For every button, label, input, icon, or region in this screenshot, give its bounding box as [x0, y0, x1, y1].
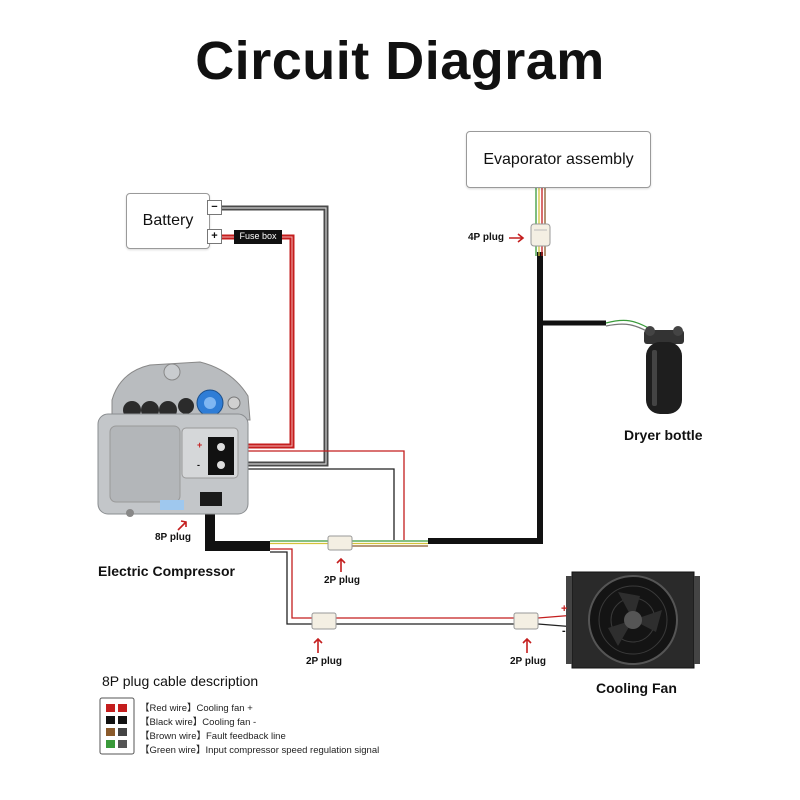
- battery-label: Battery: [142, 212, 194, 229]
- battery-positive-terminal: +: [207, 229, 222, 244]
- fan-red-wire: [270, 548, 312, 619]
- legend-desc: Fault feedback line: [206, 731, 286, 742]
- legend-wire: 【Black wire】: [140, 717, 203, 728]
- fan-positive-sign: +: [561, 603, 568, 615]
- legend-wire: 【Green wire】: [140, 745, 206, 756]
- legend-row-red: 【Red wire】Cooling fan +: [140, 700, 253, 714]
- two-p-plug-connector-a: [327, 535, 353, 551]
- page-title: Circuit Diagram: [195, 31, 605, 91]
- eight-p-bundle: [205, 503, 270, 551]
- evaporator-label: Evaporator assembly: [483, 150, 634, 168]
- pointer-arrows: [177, 233, 532, 653]
- legend-wire: 【Red wire】: [140, 703, 197, 714]
- legend-row-black: 【Black wire】Cooling fan -: [140, 714, 256, 728]
- four-p-plug-label: 4P plug: [468, 232, 504, 243]
- fan-negative-sign: -: [562, 625, 566, 637]
- evaporator-box: Evaporator assembly: [466, 131, 651, 188]
- legend-desc: Cooling fan +: [196, 703, 253, 714]
- two-p-plug-label-b: 2P plug: [306, 656, 342, 667]
- battery-box: Battery: [126, 193, 210, 249]
- eight-p-plug-label: 8P plug: [155, 532, 191, 543]
- four-p-plug-connector: [530, 223, 551, 247]
- svg-text:-: -: [197, 460, 200, 470]
- two-p-plug-connector-b: [311, 612, 337, 630]
- thin-black-wire: [240, 468, 395, 540]
- dryer-bottle-label: Dryer bottle: [624, 427, 703, 443]
- legend-row-green: 【Green wire】Input compressor speed regul…: [140, 742, 379, 756]
- legend-wire: 【Brown wire】: [140, 731, 206, 742]
- svg-text:+: +: [197, 440, 202, 450]
- eight-p-thin-wires: [270, 540, 428, 547]
- legend-title: 8P plug cable description: [102, 673, 259, 689]
- main-harness: [428, 252, 543, 544]
- two-p-plug-label-a: 2P plug: [324, 575, 360, 586]
- compressor-illustration: + -: [97, 361, 251, 517]
- legend-row-brown: 【Brown wire】Fault feedback line: [140, 728, 286, 742]
- eight-p-plug-icon: [99, 697, 135, 755]
- battery-negative-terminal: −: [207, 200, 222, 215]
- legend-desc: Cooling fan -: [202, 717, 257, 728]
- fuse-box-label: Fuse box: [239, 231, 277, 241]
- dryer-bottle-illustration: [644, 326, 684, 414]
- cooling-fan-illustration: [566, 571, 700, 669]
- legend-desc: Input compressor speed regulation signal: [205, 745, 380, 756]
- cooling-fan-label: Cooling Fan: [596, 680, 677, 696]
- fuse-box: [234, 230, 282, 244]
- thin-red-wire: [240, 450, 405, 540]
- fan-black-wire: [270, 551, 312, 625]
- two-p-plug-connector-c: [513, 612, 539, 630]
- two-p-plug-label-c: 2P plug: [510, 656, 546, 667]
- compressor-label: Electric Compressor: [98, 563, 235, 579]
